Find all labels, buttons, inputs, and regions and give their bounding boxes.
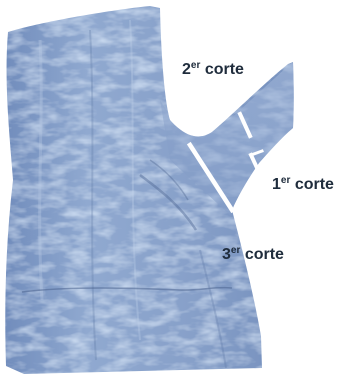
cut-2-label: 2er corte [182, 61, 244, 78]
cut-3-label: 3er corte [222, 246, 284, 263]
cut-3-word: corte [245, 246, 284, 263]
cut-1-ordinal: 1 [272, 176, 281, 193]
cut-1-word: corte [295, 176, 334, 193]
cut-3-ordinal: 3 [222, 246, 231, 263]
cut-2-word: corte [205, 61, 244, 78]
cut-1-label: 1er corte [272, 176, 334, 193]
cut-1-suffix: er [281, 175, 290, 186]
cut-3-suffix: er [231, 245, 240, 256]
cut-2-suffix: er [191, 60, 200, 71]
cut-2-ordinal: 2 [182, 61, 191, 78]
